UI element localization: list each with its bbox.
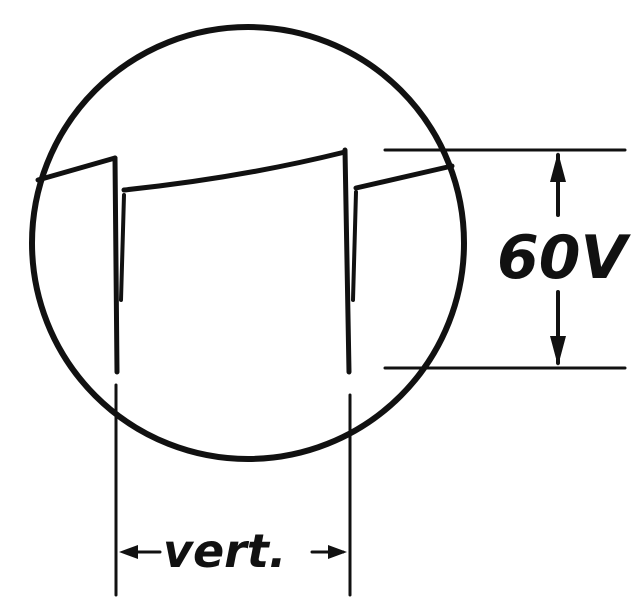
waveform-retrace-2b bbox=[351, 190, 358, 302]
screen-circle bbox=[29, 24, 467, 462]
amplitude-dimension: 60V bbox=[383, 148, 631, 370]
amplitude-arrow-top-head bbox=[550, 152, 566, 182]
sawtooth-waveform bbox=[35, 147, 455, 375]
period-label: vert. bbox=[163, 524, 286, 578]
waveform-left-ramp bbox=[35, 155, 118, 183]
amplitude-arrow-bottom-head bbox=[550, 336, 566, 366]
period-arrow-left-head bbox=[119, 545, 138, 559]
waveform-retrace-2 bbox=[342, 147, 352, 375]
waveform-middle-ramp bbox=[121, 149, 348, 193]
waveform-right-ramp bbox=[353, 163, 455, 191]
period-arrow-right-head bbox=[328, 545, 347, 559]
waveform-retrace-1 bbox=[112, 155, 120, 375]
amplitude-label: 60V bbox=[497, 223, 631, 293]
waveform-retrace-1b bbox=[119, 193, 126, 302]
period-dimension: vert. bbox=[114, 383, 352, 597]
